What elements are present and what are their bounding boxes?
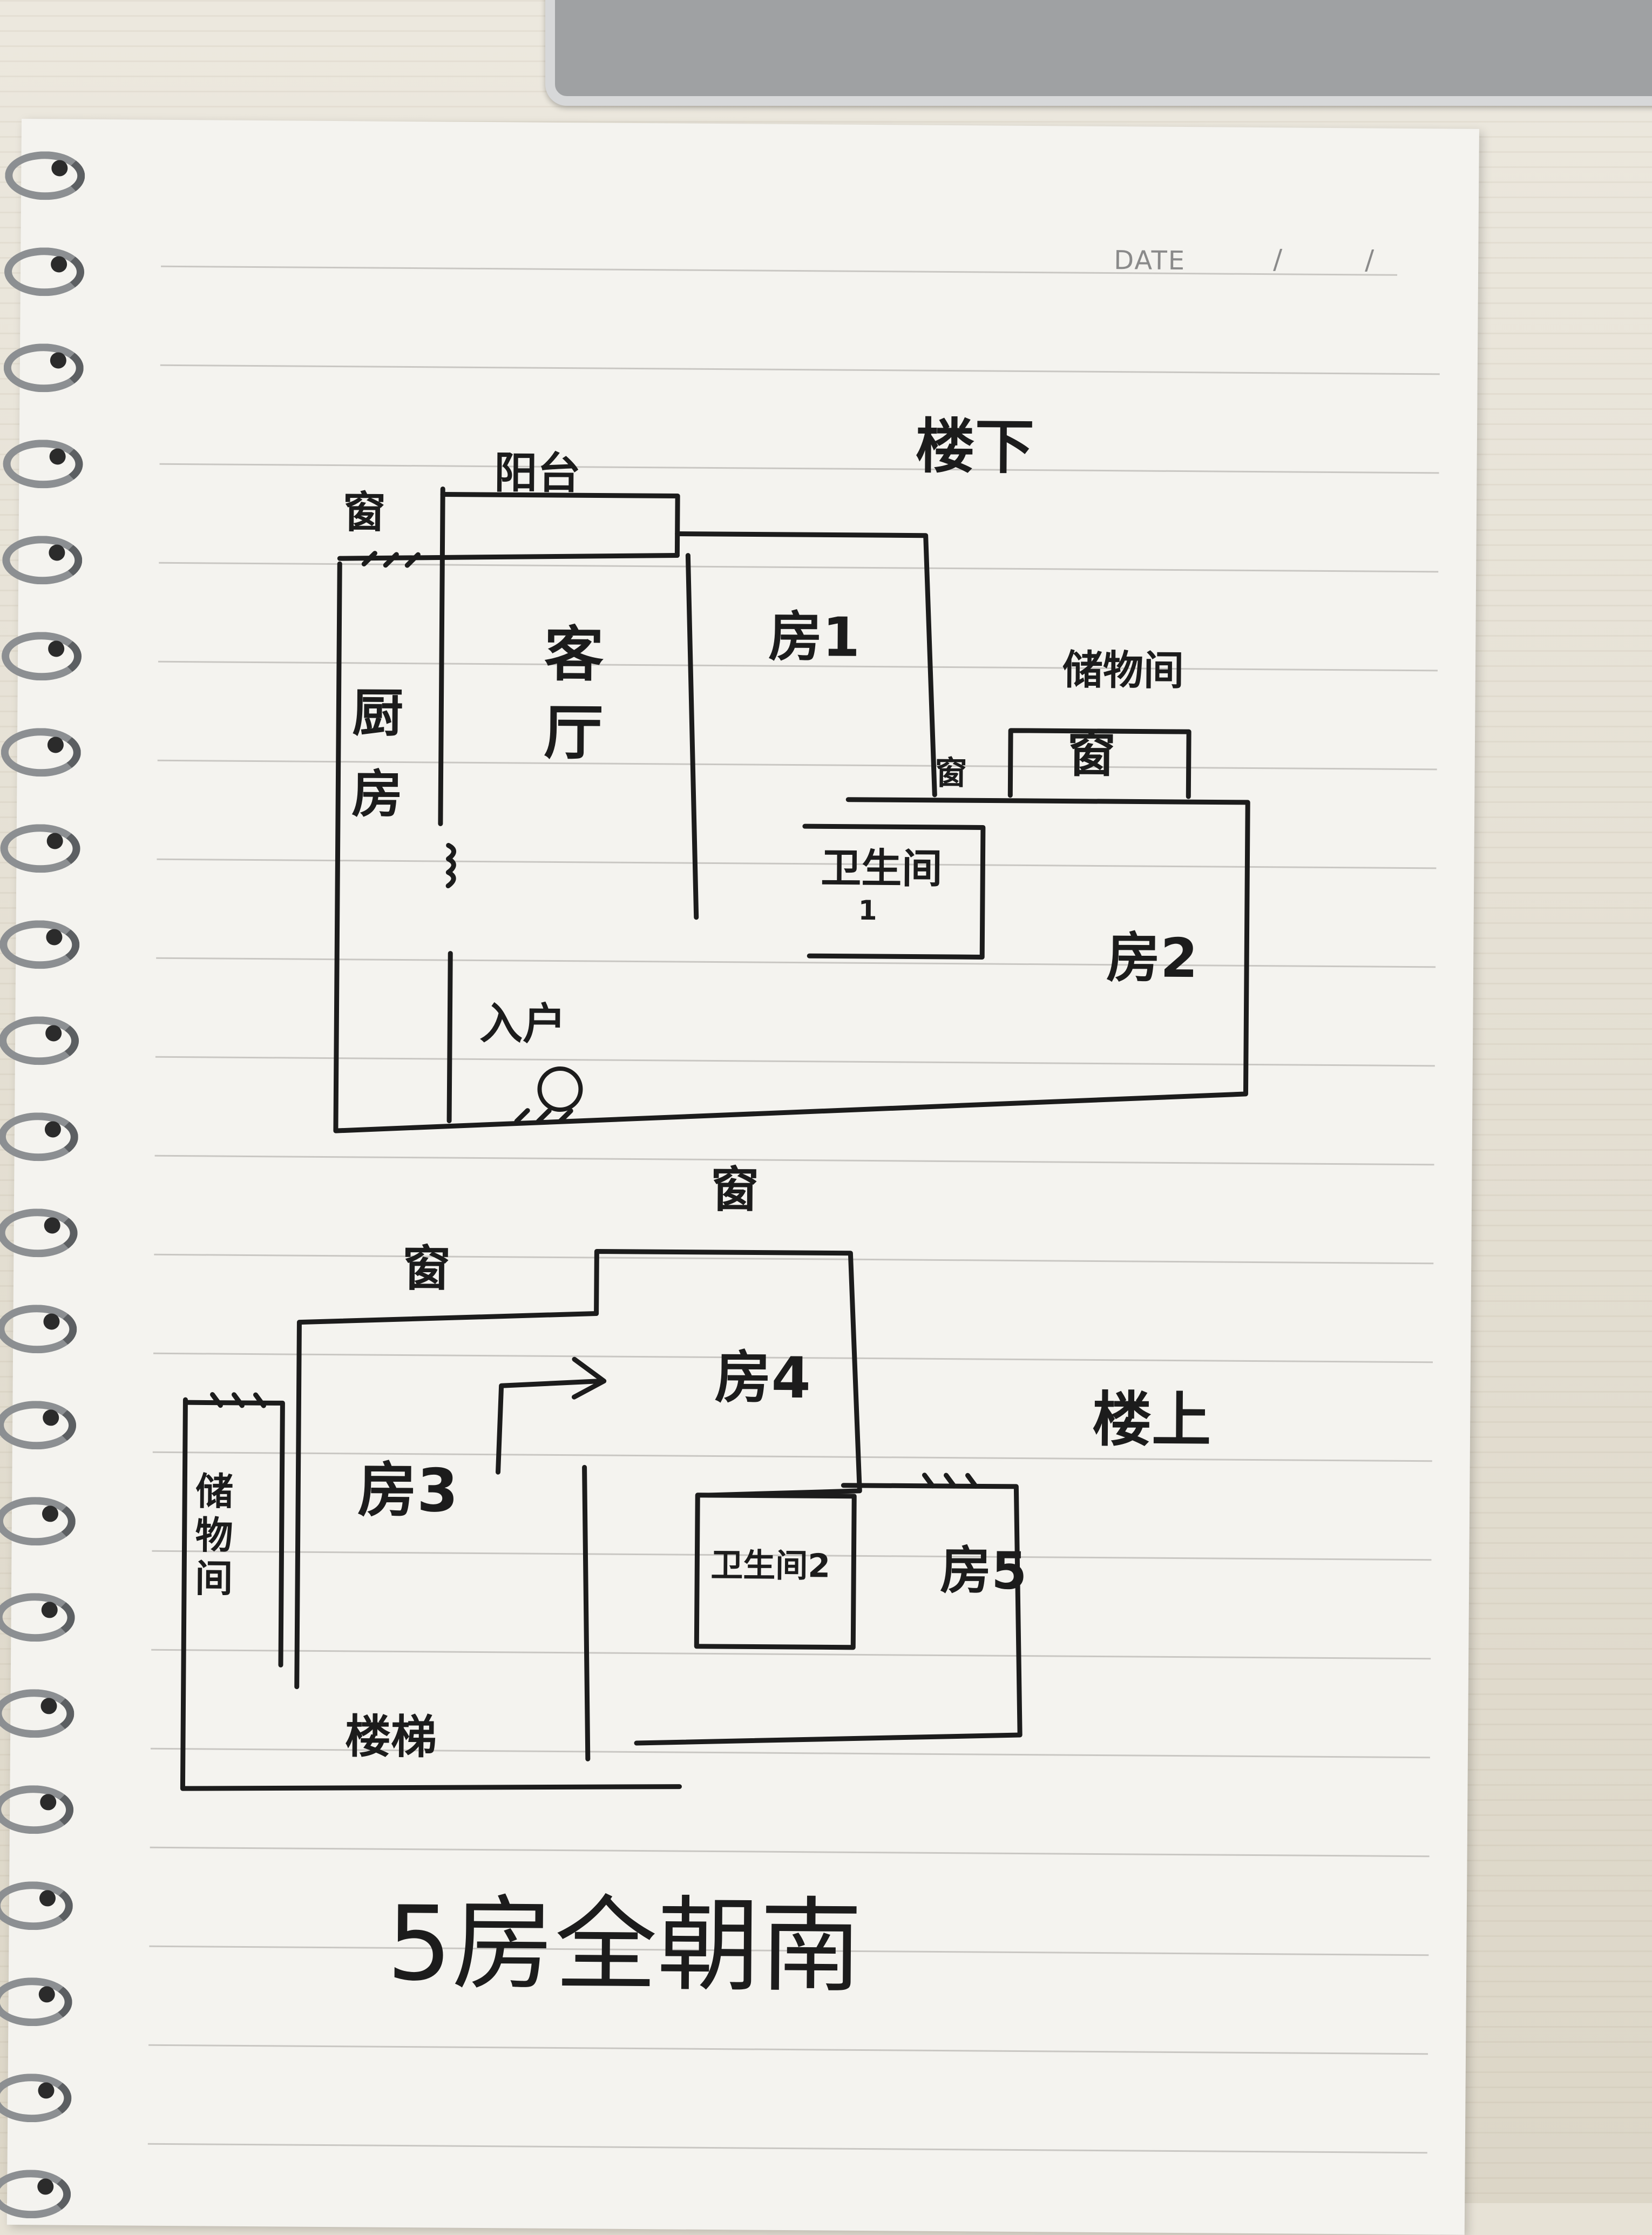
notebook-page: DATE / / xyxy=(0,119,1479,2235)
bathroom2-outline xyxy=(694,1493,857,1650)
summary-note: 5房全朝南 xyxy=(386,1883,863,2007)
balcony-label: 阳台 xyxy=(494,448,581,499)
entrance-door-scribble xyxy=(537,1066,583,1112)
bathroom1-label: 卫生间 xyxy=(821,844,943,893)
bedroom4-outline xyxy=(594,1248,862,1498)
living-room-label: 厅 xyxy=(543,698,604,768)
door-arrow xyxy=(496,1356,607,1475)
entrance-wall xyxy=(446,951,453,1124)
bathroom1-outline xyxy=(802,823,986,960)
bedroom3-outline xyxy=(294,1311,599,1690)
downstairs-title: 楼下 xyxy=(915,411,1035,482)
window-ticks xyxy=(361,551,573,1124)
desk-mat xyxy=(545,0,1652,106)
balcony-outline xyxy=(440,491,680,558)
bedroom1-outline xyxy=(675,531,937,798)
window-storage-label: 窗 xyxy=(1067,726,1116,784)
floor-plan-sketch xyxy=(180,486,1250,1791)
bathroom2-label: 卫生间2 xyxy=(710,1546,831,1585)
bedroom3-label: 房3 xyxy=(357,1455,459,1525)
window-small-label: 窗 xyxy=(935,754,967,793)
upstairs-storage-label: 储物间 xyxy=(194,1469,234,1601)
upstairs-outer-wall xyxy=(180,1397,682,1791)
storage-outline xyxy=(1007,728,1191,799)
bedroom1-label: 房1 xyxy=(768,605,861,669)
living-room-label: 客 xyxy=(544,619,604,690)
kitchen-divider-wall xyxy=(438,486,445,826)
window-kitchen-label: 窗 xyxy=(342,487,387,538)
downstairs-outer-wall xyxy=(333,561,1250,1133)
entrance-label: 入户 xyxy=(479,998,566,1050)
bedroom5-outline xyxy=(634,1483,1023,1746)
stairs-label: 楼梯 xyxy=(344,1710,437,1765)
bedroom2-label: 房2 xyxy=(1106,926,1199,990)
kitchen-label: 房 xyxy=(351,765,403,825)
upstairs-title: 楼上 xyxy=(1092,1385,1211,1455)
passage-marks xyxy=(445,843,456,889)
upstairs-window-top-label: 窗 xyxy=(710,1161,760,1219)
bathroom1-number: 1 xyxy=(858,894,877,927)
bedroom3-4-divider xyxy=(582,1464,591,1761)
upstairs-window-ticks xyxy=(210,1392,978,1489)
living-bedroom-divider xyxy=(685,553,699,920)
kitchen-label: 厨 xyxy=(351,684,404,744)
bedroom5-label: 房5 xyxy=(939,1541,1027,1602)
bedroom4-label: 房4 xyxy=(714,1345,811,1412)
storage-label: 储物间 xyxy=(1062,646,1184,695)
upstairs-window-left-label: 窗 xyxy=(402,1240,451,1298)
